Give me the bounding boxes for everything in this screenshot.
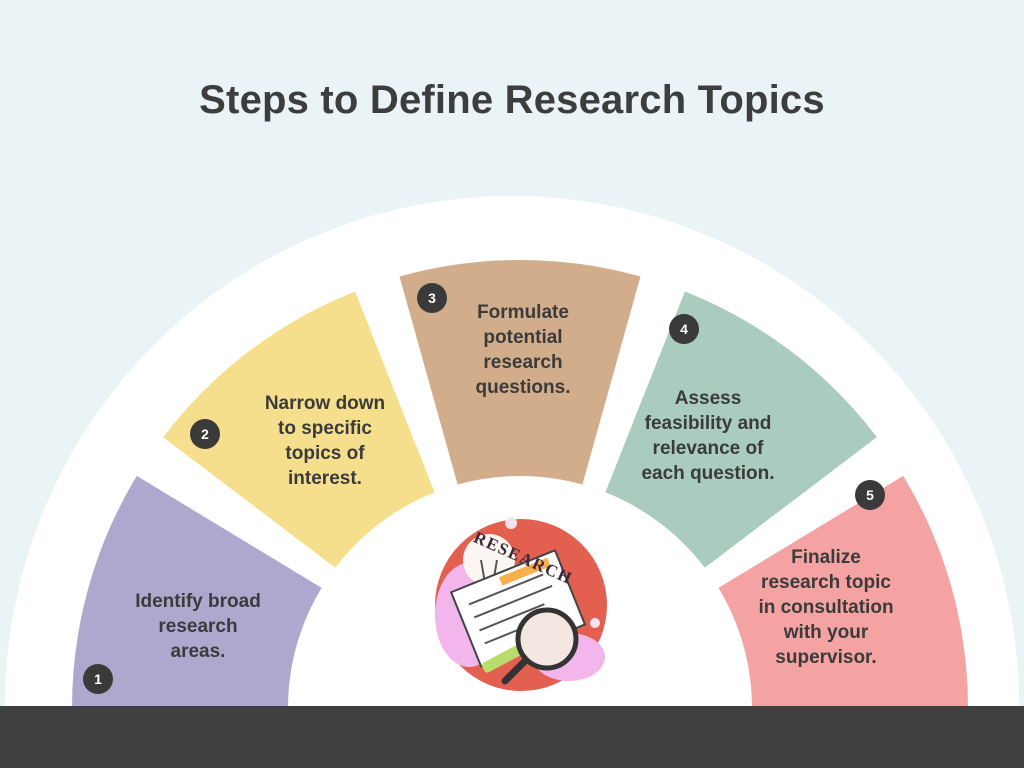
step-2-badge: 2: [190, 419, 220, 449]
step-4-text: Assess feasibility and relevance of each…: [641, 388, 775, 484]
step-4-segment: [605, 291, 877, 568]
illustration-dot: [505, 517, 517, 529]
step-5-text: Finalize research topic in consultation …: [758, 547, 894, 668]
step-segments: [72, 260, 968, 708]
pencil-icon: [481, 644, 524, 673]
step-2-text: Narrow down to specific topics of intere…: [264, 393, 386, 489]
step-5-badge: 5: [855, 480, 885, 510]
step-5-segment: [718, 475, 968, 708]
magnifier-icon: [501, 607, 579, 685]
step-3-segment: [399, 260, 641, 485]
step-2-segment: [163, 291, 435, 568]
page-title: Steps to Define Research Topics: [199, 78, 825, 122]
step-1-segment: [72, 475, 322, 708]
step-3-badge: 3: [417, 283, 447, 313]
research-illustration: RESEARCH: [435, 517, 607, 691]
step-1-text: Identify broad research areas.: [135, 591, 261, 662]
footer-band: [0, 706, 1024, 768]
illustration-dot: [590, 618, 600, 628]
step-3-text: Formulate potential research questions.: [475, 302, 571, 398]
step-1-badge: 1: [83, 664, 113, 694]
step-4-badge: 4: [669, 314, 699, 344]
